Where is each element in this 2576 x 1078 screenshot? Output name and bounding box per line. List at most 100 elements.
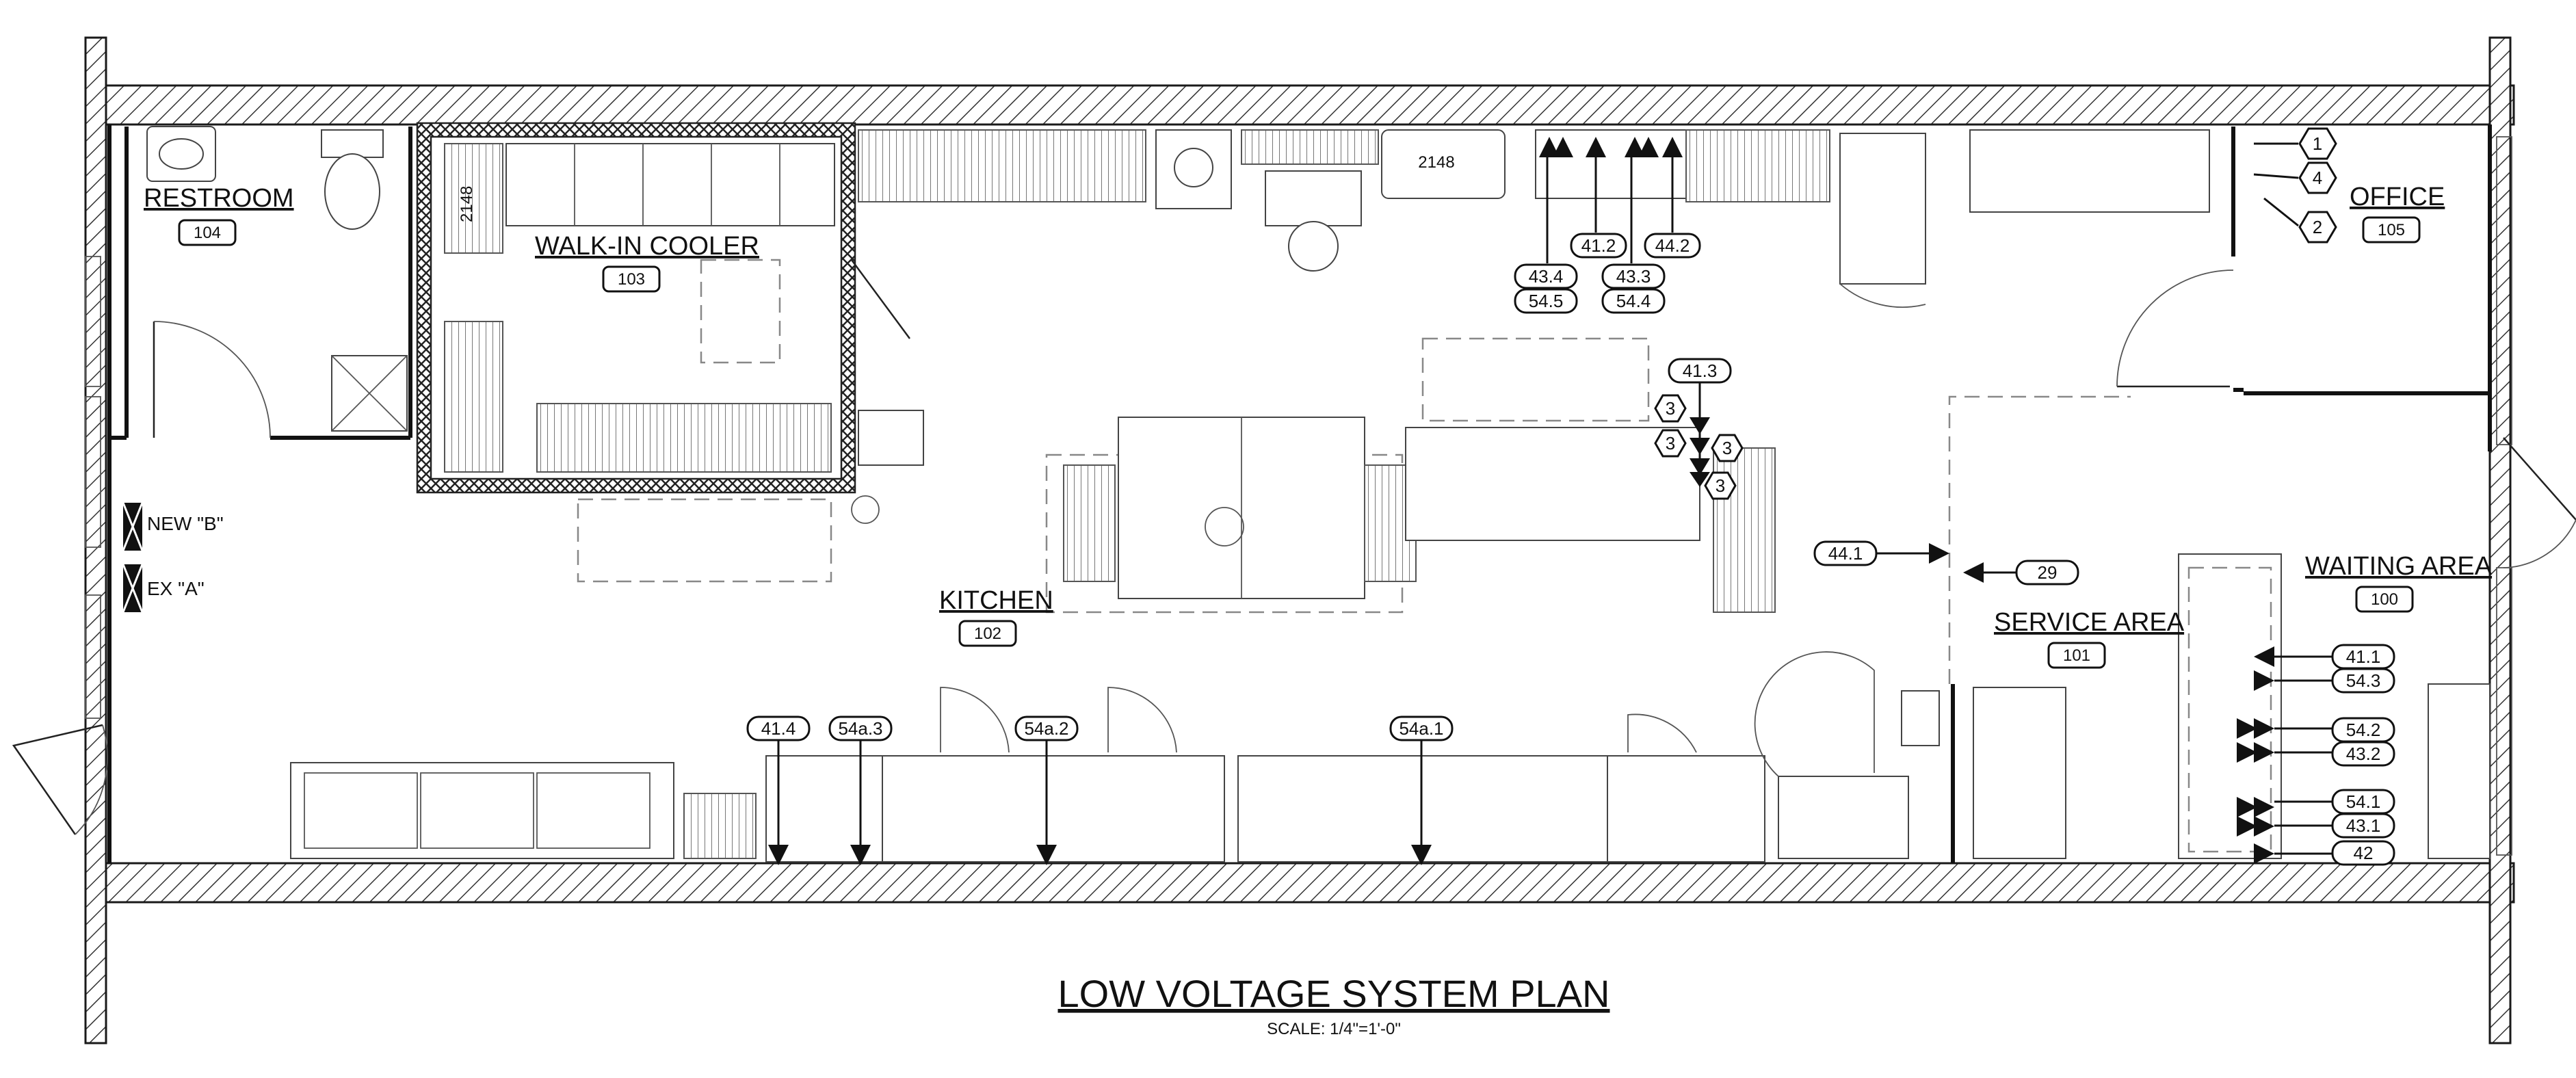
- callout-41-1: 41.1: [2346, 646, 2381, 667]
- callout-54-4: 54.4: [1616, 291, 1651, 311]
- room-name-restroom: RESTROOM: [144, 184, 294, 213]
- north-wall: [84, 84, 2515, 126]
- west-windows: [85, 136, 2512, 856]
- device-ex-a-label: EX "A": [147, 578, 205, 599]
- service-sink: [1901, 690, 1940, 746]
- waiting-callouts: 41.1 54.3 54.2 43.2 54.1 43.1 42: [2237, 644, 2395, 866]
- east-column-wall: [2488, 36, 2512, 1044]
- hex-tag-1: [2298, 127, 2337, 160]
- office-desk: [1969, 129, 2210, 213]
- hex-tag-2: [2298, 211, 2337, 244]
- title-block: LOW VOLTAGE SYSTEM PLAN SCALE: 1/4"=1'-0…: [1058, 972, 1610, 1038]
- svg-text:3: 3: [1716, 475, 1725, 496]
- room-number-restroom: 104: [194, 224, 221, 242]
- room-name-service: SERVICE AREA: [1994, 608, 2185, 637]
- svg-text:3: 3: [1722, 438, 1732, 458]
- callout-43-1: 43.1: [2346, 815, 2381, 836]
- reach-in-north: [1839, 133, 1926, 285]
- callout-44-2: 44.2: [1655, 235, 1690, 256]
- svg-text:1: 1: [2313, 133, 2322, 154]
- hex-tag-3b: [1654, 429, 1687, 458]
- exterior-walls: [84, 36, 2515, 1044]
- callout-43-3: 43.3: [1616, 266, 1651, 287]
- service-area-partition: [1901, 395, 2131, 863]
- callout-41-3: 41.3: [1683, 360, 1718, 381]
- hex-tag-3c: [1711, 434, 1744, 462]
- dining-table-dashed: [577, 498, 832, 583]
- freezer-south: [1607, 755, 1765, 863]
- waiting-bench: [2428, 683, 2490, 859]
- west-entry-door: [12, 724, 108, 835]
- room-number-waiting: 100: [2371, 590, 2398, 609]
- prep-island-counter: [1405, 427, 1700, 541]
- toilet-tank: [321, 129, 384, 158]
- hand-sink-center: [858, 410, 924, 466]
- cooler-shelf-left: [444, 143, 503, 254]
- callout-54a-1: 54a.1: [1399, 718, 1443, 739]
- toilet-bowl: [324, 153, 380, 230]
- walk-in-cooler-room: 2148: [416, 122, 856, 494]
- callout-54-3: 54.3: [2346, 670, 2381, 691]
- mixer: [1265, 170, 1362, 226]
- room-name-waiting: WAITING AREA: [2305, 552, 2493, 581]
- callout-43-4: 43.4: [1529, 266, 1564, 287]
- callout-41-4: 41.4: [761, 718, 796, 739]
- room-number-walk-in: 103: [618, 270, 645, 289]
- plan-scale: SCALE: 1/4"=1'-0": [1267, 1020, 1401, 1038]
- dishrack: [683, 793, 757, 859]
- hex-tag-3a: [1654, 394, 1687, 423]
- prep-cart: [765, 755, 890, 863]
- svg-text:4: 4: [2313, 168, 2322, 188]
- shelf-label-b: 2148: [1418, 153, 1454, 172]
- room-number-service: 101: [2063, 646, 2090, 665]
- north-kitchen-equipment: 2148: [858, 129, 1926, 308]
- hex-tag-3d: [1704, 471, 1737, 500]
- room-number-office: 105: [2378, 221, 2405, 239]
- prep-table-south: [1237, 755, 1608, 863]
- north-callouts: 43.4 54.5 41.2 43.3 54.4 44.2 41.3: [1514, 137, 1732, 384]
- callout-54a-3: 54a.3: [838, 718, 882, 739]
- room-name-walk-in: WALK-IN COOLER: [535, 232, 759, 261]
- callout-44-1: 44.1: [1828, 543, 1863, 564]
- cooler-door: [850, 259, 911, 339]
- door-devices: NEW "B" EX "A": [122, 502, 224, 613]
- shelf-label-a: 2148: [458, 186, 476, 222]
- south-wall: [84, 862, 2515, 904]
- cooler-shelf-top: [505, 143, 835, 226]
- callout-42: 42: [2354, 843, 2374, 863]
- room-name-kitchen: KITCHEN: [939, 586, 1053, 615]
- service-callouts: 44.1 29: [1813, 540, 2079, 586]
- svg-text:3: 3: [1666, 433, 1675, 453]
- cooler-evaporator: [700, 259, 781, 364]
- cooler-shelf-left-lower: [444, 321, 503, 473]
- callout-41-2: 41.2: [1581, 235, 1616, 256]
- restroom-room: [109, 126, 412, 440]
- room-name-office: OFFICE: [2350, 183, 2445, 211]
- plan-title: LOW VOLTAGE SYSTEM PLAN: [1058, 972, 1610, 1015]
- south-callouts: 41.4 54a.3 54a.2 54a.1: [746, 715, 1454, 865]
- device-new-b-label: NEW "B": [147, 513, 224, 534]
- three-compartment-sink: [290, 762, 674, 859]
- south-kitchen-equipment: [290, 651, 1909, 863]
- cooler-shelf-bottom: [536, 403, 832, 473]
- callout-54-2: 54.2: [2346, 720, 2381, 740]
- prep-table-north: [1381, 129, 1506, 199]
- office-hex-tags: 1 4 2: [2253, 127, 2337, 244]
- callout-29: 29: [2038, 562, 2058, 583]
- room-labels: RESTROOM 104 WALK-IN COOLER 103 KITCHEN …: [144, 183, 2493, 669]
- ice-machine: [1778, 776, 1909, 859]
- fryer-left: [1063, 464, 1116, 582]
- waiting-counter: [2178, 553, 2490, 859]
- svg-text:3: 3: [1666, 398, 1675, 419]
- office-room: [1969, 127, 2490, 395]
- east-entry-door: [2503, 437, 2576, 568]
- svg-text:2: 2: [2313, 217, 2322, 237]
- west-column-wall: [84, 36, 107, 1044]
- hex-tag-4: [2298, 161, 2337, 194]
- island-hex-tags: 3 3 3 3: [1654, 383, 1744, 500]
- reach-in-south: [882, 755, 1225, 863]
- callout-54a-2: 54a.2: [1024, 718, 1068, 739]
- service-counter: [1973, 687, 2066, 859]
- callout-54-1: 54.1: [2346, 791, 2381, 812]
